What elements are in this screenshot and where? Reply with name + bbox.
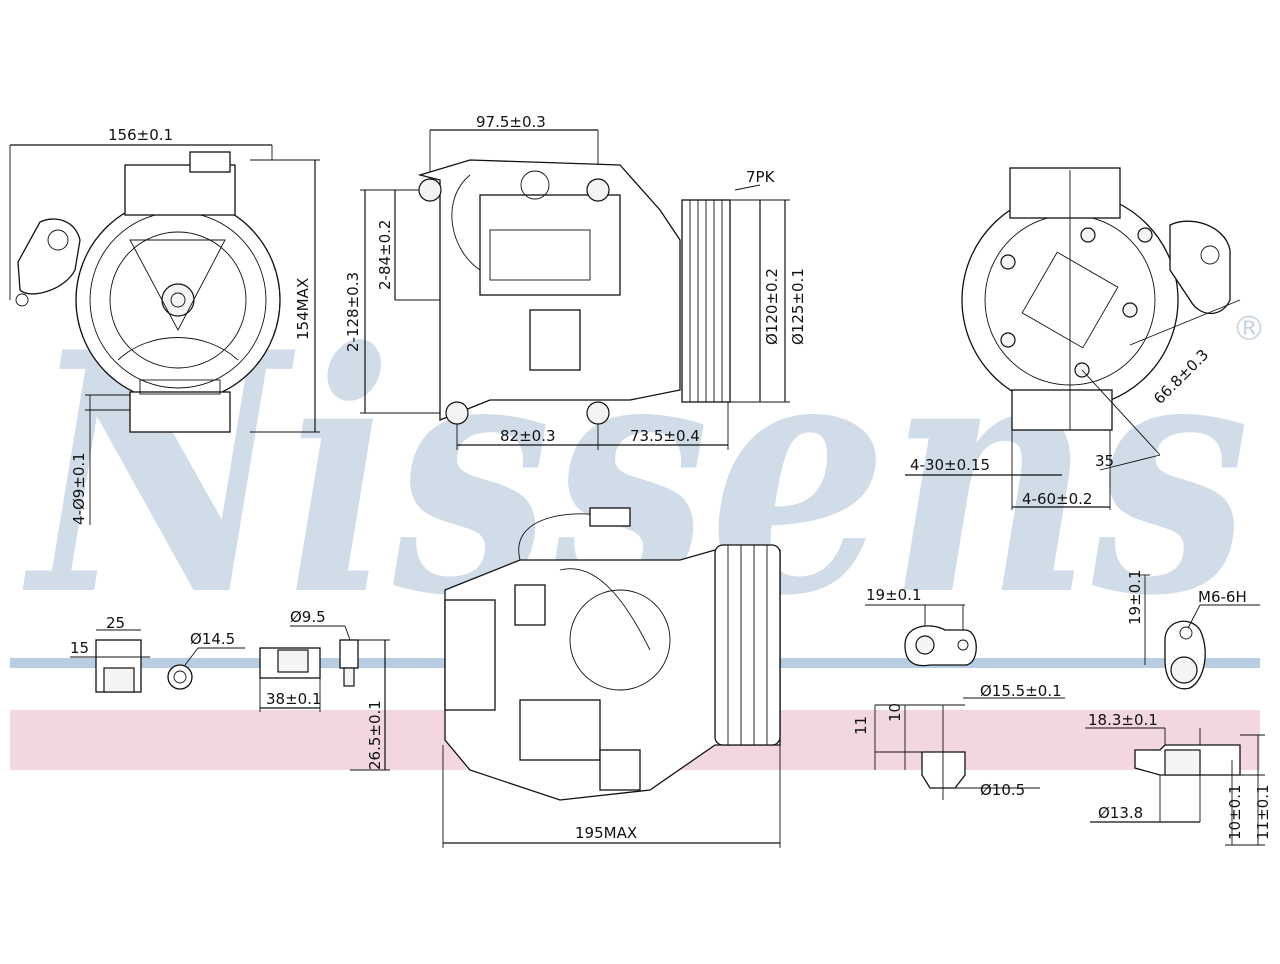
side-view: 97.5±0.3 2-84±0.2 2-128±0.3 82±0.3 73.5±… [344,113,807,450]
dim-hole-pitch: 97.5±0.3 [476,113,546,131]
dim-front-holes: 4-Ø9±0.1 [70,452,88,525]
dim-connector-h: 15 [70,639,89,657]
dim-height-b: 2-128±0.3 [344,272,362,352]
dim-height-a: 2-84±0.2 [376,220,394,290]
body-view: 195MAX [442,507,781,848]
dim-rear-slot-b: 4-60±0.2 [1022,490,1092,508]
registered-mark-icon: ® [1232,309,1266,349]
dim-rear-slot-a: 4-30±0.15 [910,456,990,474]
dim-pulley-d1: Ø120±0.2 [763,268,781,345]
dim-port-right-w: 18.3±0.1 [1088,711,1158,729]
dim-front-width: 156±0.1 [108,126,173,144]
dim-base-a: 82±0.3 [500,427,556,445]
dim-connector-d: Ø14.5 [190,630,235,648]
fitting-detail: 38±0.1 Ø9.5 26.5±0.1 [259,608,390,771]
dim-body-length: 195MAX [575,824,637,842]
front-view: 156±0.1 154MAX 4-Ø9±0.1 [9,126,320,525]
dim-port-left-d1: Ø15.5±0.1 [980,682,1062,700]
dim-port-left-h1: 11 [852,716,870,735]
rear-view: 66.8±0.3 35 4-30±0.15 4-60±0.2 [905,167,1241,510]
port-left-detail: 19±0.1 11 10 Ø15.5±0.1 Ø10.5 [852,586,1065,800]
dim-connector-w: 25 [106,614,125,632]
dim-front-height: 154MAX [294,278,312,340]
dim-port-left-w: 19±0.1 [866,586,922,604]
dim-fitting-w: 38±0.1 [266,690,322,708]
dim-port-right-h1: 10±0.1 [1226,784,1244,840]
dim-port-right-h: 19±0.1 [1126,569,1144,625]
dim-port-left-d2: Ø10.5 [980,781,1025,799]
dim-fitting-d: Ø9.5 [290,608,326,626]
label-belt: 7PK [746,168,776,186]
port-right-detail: 19±0.1 M6-6H 18.3±0.1 Ø13.8 10±0.1 11±0.… [1085,569,1272,846]
dim-fitting-h: 26.5±0.1 [366,700,384,770]
dim-rear-angle: 35 [1095,452,1114,470]
dim-port-right-h2: 11±0.1 [1254,784,1272,840]
dim-port-left-h2: 10 [886,703,904,722]
dim-port-right-d: Ø13.8 [1098,804,1143,822]
dim-pulley-d2: Ø125±0.1 [789,268,807,345]
dim-base-b: 73.5±0.4 [630,427,700,445]
dim-port-right-thread: M6-6H [1198,588,1247,606]
connector-detail: 25 15 Ø14.5 [70,614,245,693]
